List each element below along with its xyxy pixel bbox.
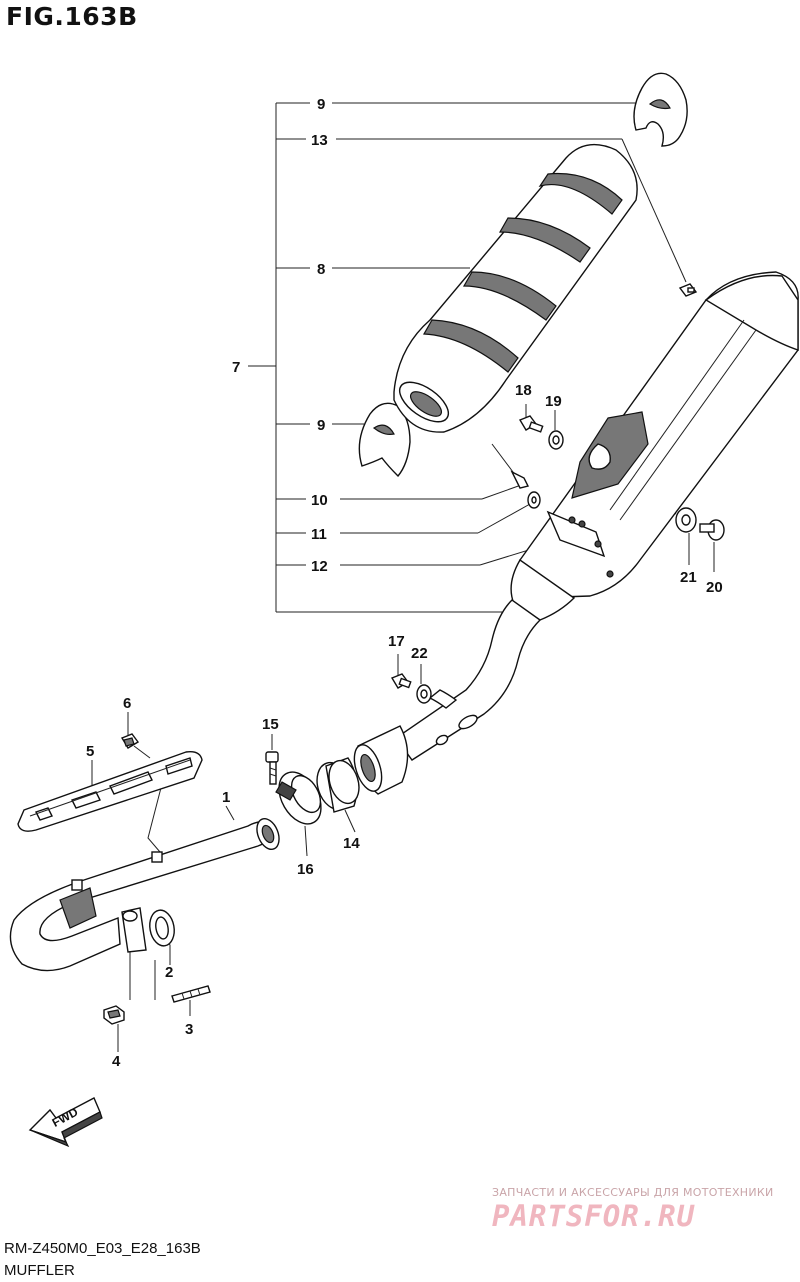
callout-2: 2 [165,964,173,981]
callout-numbers: 9 13 8 7 9 10 11 12 18 19 21 20 17 22 6 … [86,96,723,1070]
end-cap-screw [678,283,698,297]
callout-12: 12 [311,558,328,575]
callout-1: 1 [222,789,230,806]
callout-11: 11 [311,526,327,543]
muffler-link-pipe [395,599,542,761]
protector-bolt [120,733,140,749]
callout-20: 20 [706,579,723,596]
heat-protector [17,750,203,832]
callout-13: 13 [311,132,328,149]
diagram-name: MUFFLER [4,1262,75,1279]
callout-16: 16 [297,861,314,878]
stud-bolt [171,985,211,1003]
body-bolt [518,415,544,433]
heat-shield-lower [358,402,411,478]
exhaust-pipe [9,817,280,972]
mount-bolt [390,673,412,689]
callout-6: 6 [123,695,131,712]
grommet [675,507,697,533]
silencer-packing [393,143,638,433]
callout-19: 19 [545,393,562,410]
callout-5: 5 [86,743,94,760]
rivet-washer [527,491,541,509]
rivet [491,443,530,489]
diagram-code: RM-Z450M0_E03_E28_163B [4,1240,201,1257]
assembly-bracket [248,102,507,613]
callout-9-lower: 9 [317,417,325,434]
exhaust-clamp [275,771,322,825]
mount-washer [416,684,432,704]
callout-17: 17 [388,633,405,650]
callout-7: 7 [232,359,240,376]
callout-9-upper: 9 [317,96,325,113]
mount-collar-bolt [699,519,725,541]
heat-shield-upper [633,72,688,147]
gasket-ring [316,757,360,813]
muffler-body [510,271,799,621]
forward-arrow: FWD [28,1097,103,1148]
port-gasket [149,909,175,947]
callout-22: 22 [411,645,428,662]
callout-8: 8 [317,261,325,278]
callout-15: 15 [262,716,279,733]
figure-title: FIG.163B [6,2,138,31]
callout-3: 3 [185,1021,193,1038]
callout-14: 14 [343,835,360,852]
watermark-tagline: ЗАПЧАСТИ И АКСЕССУАРЫ ДЛЯ МОТОТЕХНИКИ [492,1186,774,1199]
body-washer [548,430,564,450]
joint-tube [353,725,409,795]
callout-18: 18 [515,382,532,399]
callout-4: 4 [112,1053,121,1070]
callout-10: 10 [311,492,328,509]
callout-21: 21 [680,569,697,586]
clamp-bolt [265,751,279,785]
flange-nut [103,1005,125,1025]
watermark-brand: PARTSFOR.RU [492,1199,696,1233]
